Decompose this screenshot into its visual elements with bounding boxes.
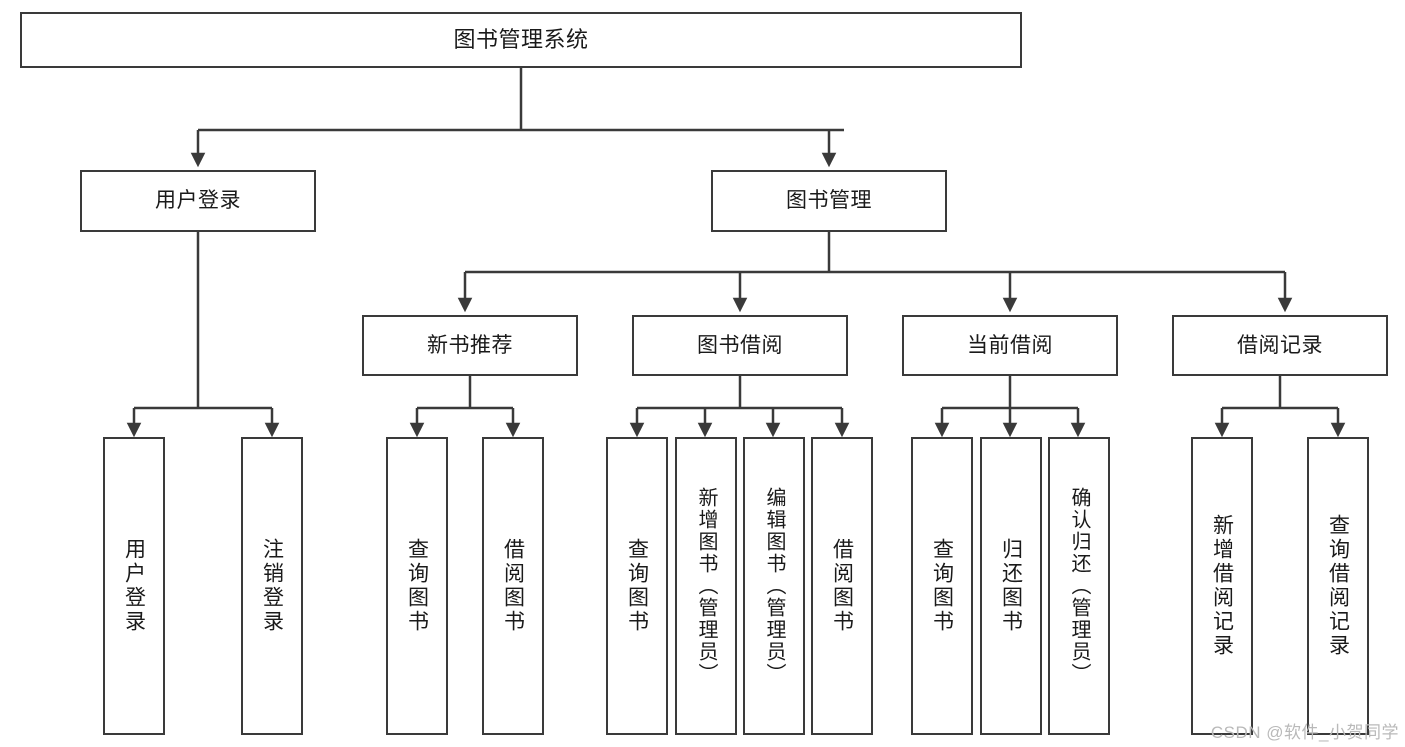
node-label: 归还图书 [999,538,1023,634]
leaf-edit-book-admin[interactable]: 编辑图书（管理员） [743,437,805,735]
leaf-add-book-admin[interactable]: 新增图书（管理员） [675,437,737,735]
node-label: 图书管理 [786,189,872,213]
node-book-management[interactable]: 图书管理 [711,170,947,232]
node-book-borrow[interactable]: 图书借阅 [632,315,848,376]
node-new-book-recommend[interactable]: 新书推荐 [362,315,578,376]
leaf-borrow-book[interactable]: 借阅图书 [811,437,873,735]
node-label: 注销登录 [260,538,284,634]
node-label: 借阅图书 [501,538,525,634]
node-label: 新增图书（管理员） [695,487,717,685]
leaf-confirm-return-admin[interactable]: 确认归还（管理员） [1048,437,1110,735]
node-label: 新增借阅记录 [1210,514,1234,658]
node-label: 查询借阅记录 [1326,514,1350,658]
leaf-borrow-book-recommend[interactable]: 借阅图书 [482,437,544,735]
leaf-return-book[interactable]: 归还图书 [980,437,1042,735]
node-label: 确认归还（管理员） [1068,487,1090,685]
leaf-add-borrow-record[interactable]: 新增借阅记录 [1191,437,1253,735]
leaf-user-logout[interactable]: 注销登录 [241,437,303,735]
node-label: 当前借阅 [967,333,1053,357]
node-label: 查询图书 [405,538,429,634]
node-label: 图书借阅 [697,333,783,357]
leaf-query-book-current[interactable]: 查询图书 [911,437,973,735]
node-label: 图书管理系统 [453,26,589,52]
node-label: 用户登录 [155,189,241,213]
leaf-user-login[interactable]: 用户登录 [103,437,165,735]
node-label: 新书推荐 [427,333,513,357]
node-root-system[interactable]: 图书管理系统 [20,12,1022,68]
node-label: 编辑图书（管理员） [763,487,785,685]
leaf-query-book-borrow[interactable]: 查询图书 [606,437,668,735]
node-user-login[interactable]: 用户登录 [80,170,316,232]
node-label: 查询图书 [625,538,649,634]
leaf-query-borrow-record[interactable]: 查询借阅记录 [1307,437,1369,735]
node-label: 借阅图书 [830,538,854,634]
node-borrow-record[interactable]: 借阅记录 [1172,315,1388,376]
csdn-watermark: CSDN @软件_小贺同学 [1210,723,1399,742]
leaf-query-book-recommend[interactable]: 查询图书 [386,437,448,735]
node-current-borrow[interactable]: 当前借阅 [902,315,1118,376]
node-label: 查询图书 [930,538,954,634]
node-label: 用户登录 [122,538,146,634]
node-label: 借阅记录 [1237,333,1323,357]
